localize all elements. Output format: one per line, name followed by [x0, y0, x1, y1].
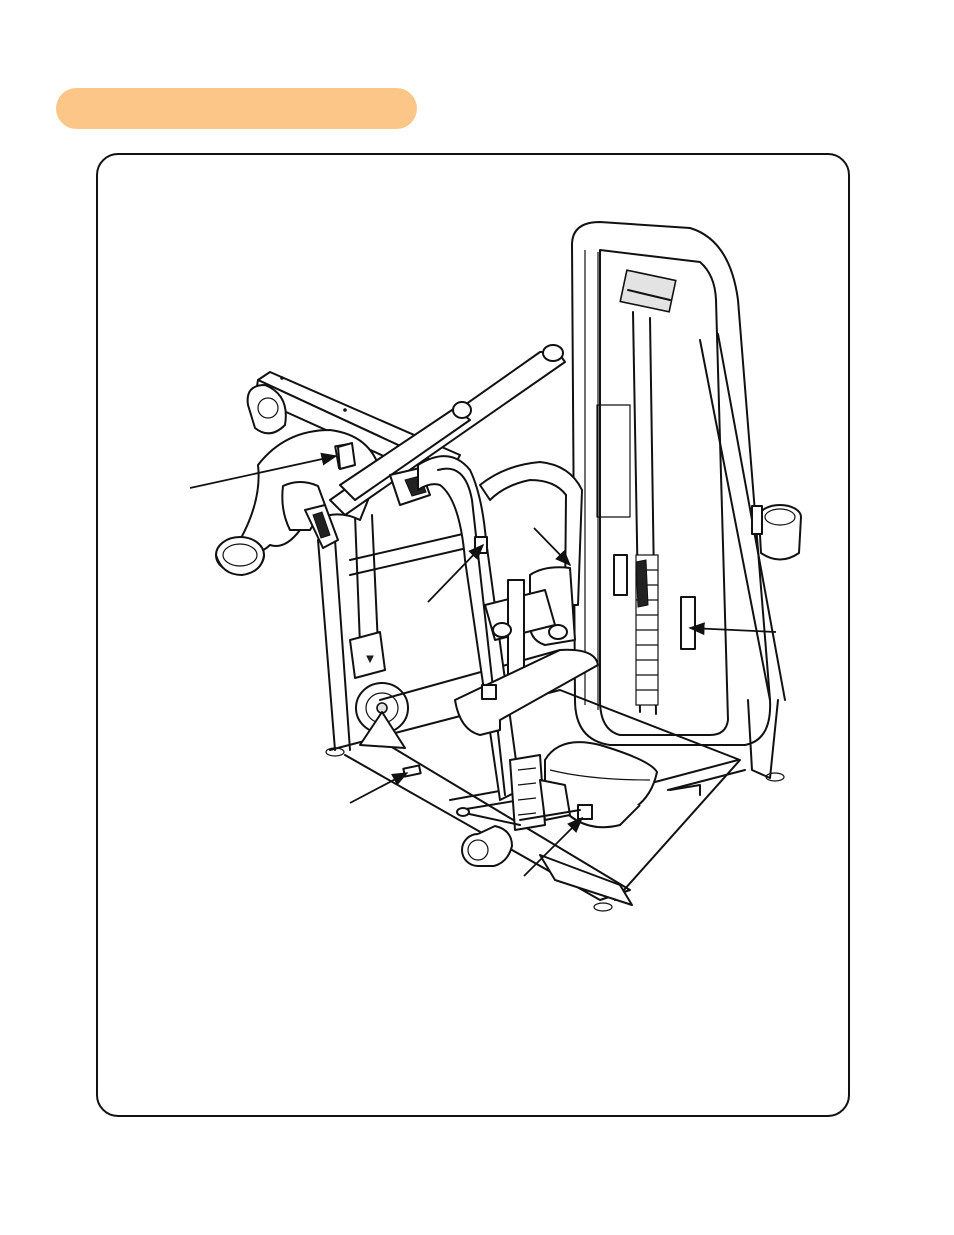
frame-base	[325, 689, 785, 912]
left-frame-column	[317, 529, 481, 751]
callout-leader-2	[427, 543, 485, 603]
weight-stack-tower	[571, 221, 786, 746]
cup-holder	[751, 504, 802, 561]
seat	[509, 741, 658, 831]
callout-leader-3	[533, 527, 572, 567]
cable-pulleys	[349, 514, 561, 749]
lever-handles	[329, 344, 566, 516]
figure-frame	[96, 153, 850, 1117]
callout-leader-6	[523, 816, 584, 877]
callout-leader-1	[189, 452, 338, 489]
callout-leader-4	[688, 622, 777, 636]
back-pad	[484, 566, 576, 676]
callout-leader-5	[349, 772, 409, 804]
decal-labels	[337, 442, 422, 778]
callout-leaders	[189, 452, 777, 877]
thigh-pad	[454, 648, 599, 736]
foot-roller	[456, 807, 521, 867]
section-header-bar	[56, 88, 417, 129]
